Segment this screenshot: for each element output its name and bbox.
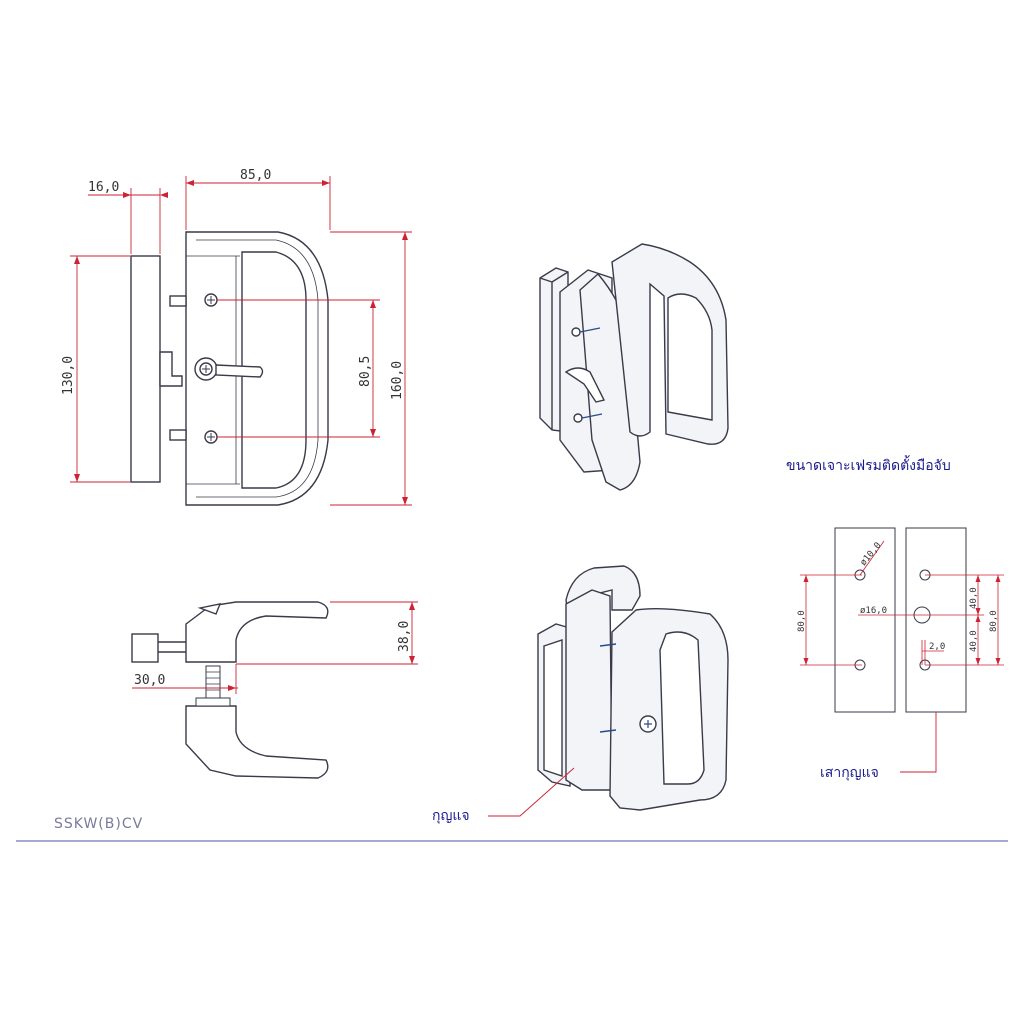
cutout-template xyxy=(834,527,967,713)
iso-view-top xyxy=(539,243,729,491)
dim-total-height: 160,0 xyxy=(390,361,405,400)
dim-screw-spacing: 80,5 xyxy=(358,356,373,387)
dim-right-total: 80,0 xyxy=(989,610,999,632)
dim-handle-width: 85,0 xyxy=(240,168,271,183)
frame-plate-right xyxy=(905,527,967,713)
dim-base-height: 130,0 xyxy=(61,356,76,395)
dim-offset-small: 2,0 xyxy=(929,642,945,652)
side-view xyxy=(131,601,329,779)
dim-lower-spacing: 40,0 xyxy=(969,630,979,652)
handle-opening xyxy=(241,251,307,489)
key-label: กุญแจ xyxy=(432,808,470,824)
cutout-title: ขนาดเจาะเฟรมติดตั้งมือจับ xyxy=(786,455,951,474)
upper-handle xyxy=(185,601,329,663)
side-view-dimensions xyxy=(132,601,418,694)
dim-hole-large: ø16,0 xyxy=(860,606,887,616)
lower-handle xyxy=(185,705,329,779)
frame-plate-left xyxy=(834,527,896,713)
lock-lever xyxy=(215,364,264,378)
post-callout xyxy=(900,712,937,773)
cutout-dimensions xyxy=(800,540,1004,666)
model-code: SSKW(B)CV xyxy=(54,816,143,832)
dim-offset: 30,0 xyxy=(134,673,165,688)
iso-view-bottom xyxy=(537,565,729,811)
key-callout xyxy=(488,767,575,817)
dim-upper-spacing: 40,0 xyxy=(969,587,979,609)
lock-cylinder xyxy=(131,633,159,663)
front-view xyxy=(130,231,329,506)
base-plate xyxy=(130,255,161,483)
dim-projection: 38,0 xyxy=(397,621,412,652)
dim-base-thickness: 16,0 xyxy=(88,180,119,195)
post-label: เสากุญแจ xyxy=(820,765,879,781)
dim-left-spacing: 80,0 xyxy=(797,610,807,632)
